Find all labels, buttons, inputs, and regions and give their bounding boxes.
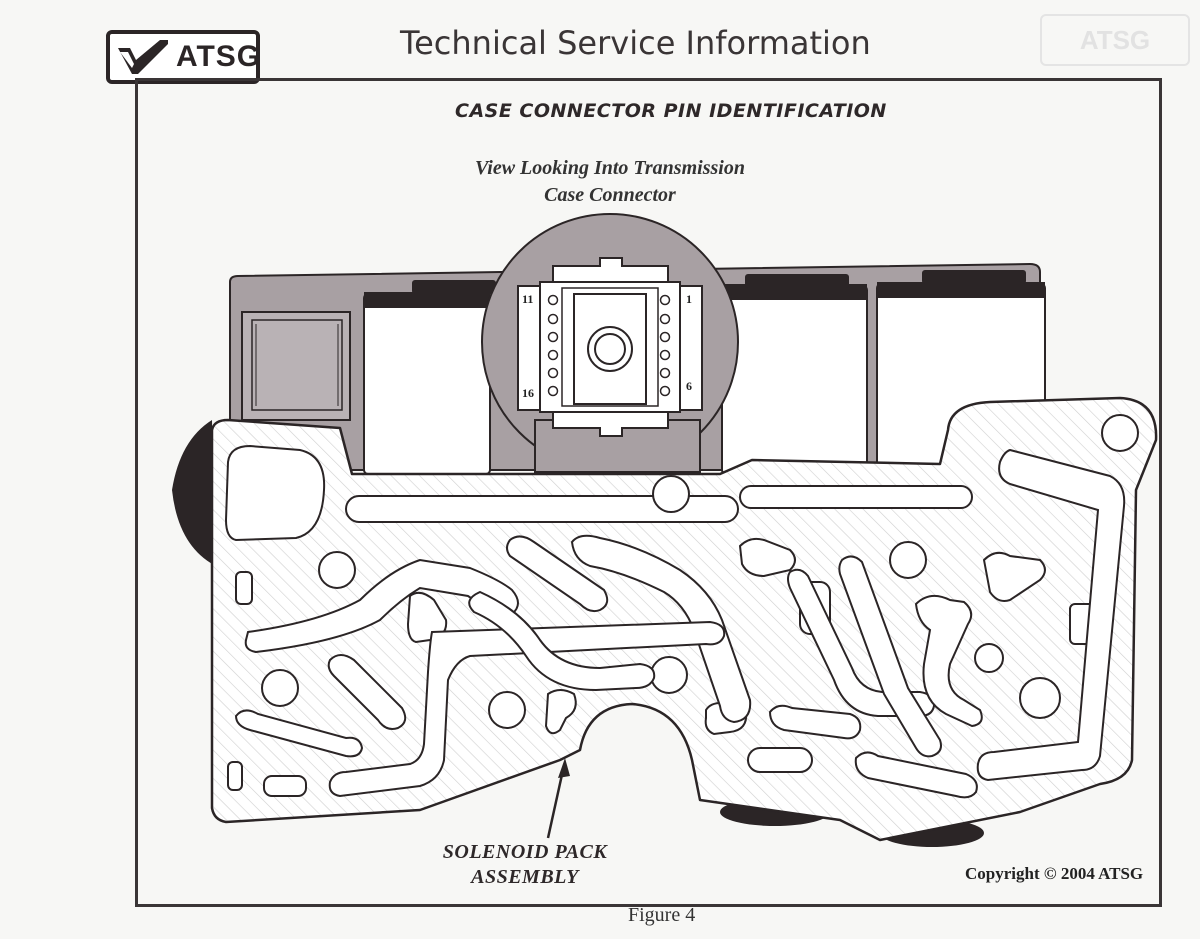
- pin-label-16: 16: [522, 386, 534, 400]
- logo-text: ATSG: [176, 40, 262, 73]
- oil-passages: [224, 414, 1139, 799]
- bleed-through-logo: ATSG: [1040, 14, 1190, 66]
- view-label-line-1: View Looking Into Transmission: [475, 157, 745, 179]
- view-label: View Looking Into Transmission Case Conn…: [440, 155, 780, 209]
- figure-frame: [135, 78, 1162, 907]
- page-title: Technical Service Information: [400, 24, 871, 62]
- checkmark-icon: [118, 40, 168, 74]
- callout-line-2: ASSEMBLY: [471, 866, 579, 888]
- callout-arrow: [546, 758, 570, 839]
- solenoid-pack-callout: SOLENOID PACK ASSEMBLY: [410, 840, 640, 890]
- copyright-notice: Copyright © 2004 ATSG: [965, 864, 1144, 883]
- figure-title: CASE CONNECTOR PIN IDENTIFICATION: [455, 100, 887, 122]
- right-pin-column: [659, 294, 671, 397]
- pin-label-6: 6: [686, 379, 692, 393]
- pin-label-11: 11: [522, 292, 534, 306]
- view-label-line-2: Case Connector: [544, 184, 676, 206]
- case-connector: [481, 213, 739, 473]
- pin-label-1: 1: [686, 292, 692, 306]
- figure-caption: Figure 4: [628, 904, 696, 926]
- atsg-logo: ATSG: [106, 30, 260, 84]
- callout-line-1: SOLENOID PACK: [442, 841, 608, 863]
- left-pin-column: [547, 294, 559, 397]
